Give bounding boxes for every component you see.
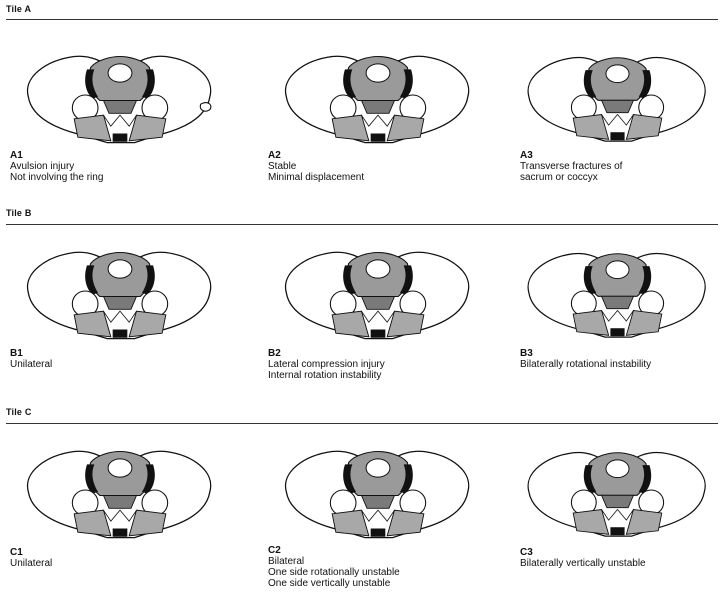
caption-line: One side vertically unstable bbox=[268, 578, 400, 589]
caption-b2: B2 Lateral compression injury Internal r… bbox=[268, 348, 385, 381]
caption-c2: C2 Bilateral One side rotationally unsta… bbox=[268, 545, 400, 589]
pelvis-diagram-c1 bbox=[10, 435, 230, 545]
code-label: A2 bbox=[268, 150, 364, 161]
caption-line: Stable bbox=[268, 161, 364, 172]
section-title: Tile A bbox=[6, 4, 31, 14]
pelvis-diagram-c3 bbox=[520, 435, 715, 545]
caption-line: Transverse fractures of bbox=[520, 161, 622, 172]
caption-line: Bilaterally vertically unstable bbox=[520, 558, 646, 569]
pelvis-diagram-b2 bbox=[268, 236, 488, 346]
caption-line: Lateral compression injury bbox=[268, 359, 385, 370]
caption-line: Bilateral bbox=[268, 556, 400, 567]
pelvis-diagram-a3 bbox=[520, 40, 715, 150]
caption-b3: B3 Bilaterally rotational instability bbox=[520, 348, 651, 370]
section-divider bbox=[6, 19, 718, 20]
caption-line: Bilaterally rotational instability bbox=[520, 359, 651, 370]
caption-a3: A3 Transverse fractures of sacrum or coc… bbox=[520, 150, 622, 183]
section-divider bbox=[6, 224, 718, 225]
caption-line: One side rotationally unstable bbox=[268, 567, 400, 578]
caption-line: sacrum or coccyx bbox=[520, 172, 622, 183]
caption-line: Avulsion injury bbox=[10, 161, 103, 172]
section-divider bbox=[6, 423, 718, 424]
code-label: C3 bbox=[520, 547, 646, 558]
pelvis-diagram-a1 bbox=[10, 40, 230, 150]
code-label: A1 bbox=[10, 150, 103, 161]
caption-line: Unilateral bbox=[10, 558, 52, 569]
pelvis-diagram-a2 bbox=[268, 40, 488, 150]
caption-c3: C3 Bilaterally vertically unstable bbox=[520, 547, 646, 569]
section-title: Tile C bbox=[6, 407, 32, 417]
caption-b1: B1 Unilateral bbox=[10, 348, 52, 370]
caption-line: Internal rotation instability bbox=[268, 370, 385, 381]
caption-c1: C1 Unilateral bbox=[10, 547, 52, 569]
code-label: C1 bbox=[10, 547, 52, 558]
pelvis-diagram-b1 bbox=[10, 236, 230, 346]
pelvis-diagram-b3 bbox=[520, 236, 715, 346]
section-title: Tile B bbox=[6, 208, 32, 218]
code-label: C2 bbox=[268, 545, 400, 556]
caption-a1: A1 Avulsion injury Not involving the rin… bbox=[10, 150, 103, 183]
caption-line: Not involving the ring bbox=[10, 172, 103, 183]
caption-line: Unilateral bbox=[10, 359, 52, 370]
pelvis-diagram-c2 bbox=[268, 435, 488, 545]
code-label: B1 bbox=[10, 348, 52, 359]
code-label: B3 bbox=[520, 348, 651, 359]
code-label: A3 bbox=[520, 150, 622, 161]
code-label: B2 bbox=[268, 348, 385, 359]
caption-line: Minimal displacement bbox=[268, 172, 364, 183]
caption-a2: A2 Stable Minimal displacement bbox=[268, 150, 364, 183]
